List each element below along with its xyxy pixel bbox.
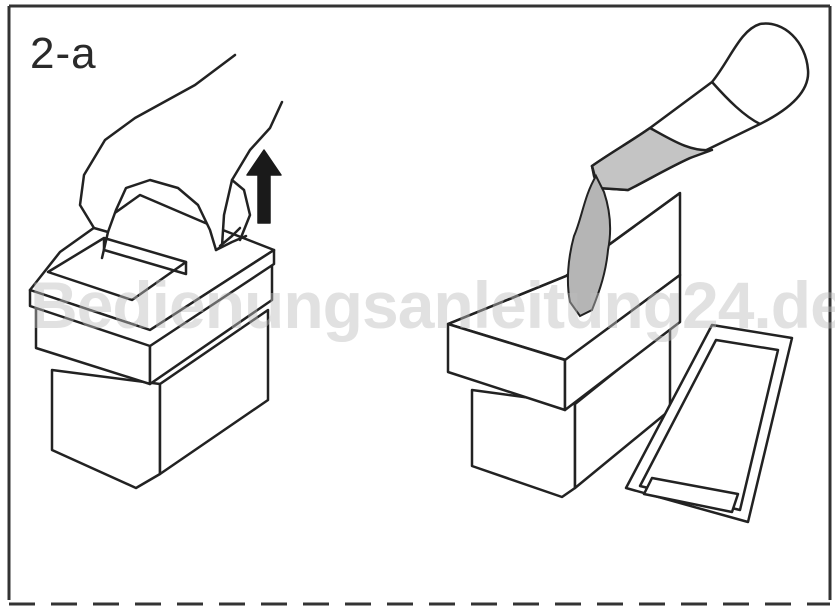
open-container-icon (446, 191, 682, 499)
frame-border (7, 4, 832, 600)
up-arrow-icon (246, 149, 282, 224)
container-lid-icon (624, 323, 794, 524)
bottle-icon (590, 22, 810, 192)
water-pour-icon (566, 173, 612, 318)
step-label: 2-a (30, 29, 97, 78)
hand-icon (78, 53, 284, 260)
watermark-text: Bedienungsanleitung24.de (30, 268, 835, 342)
